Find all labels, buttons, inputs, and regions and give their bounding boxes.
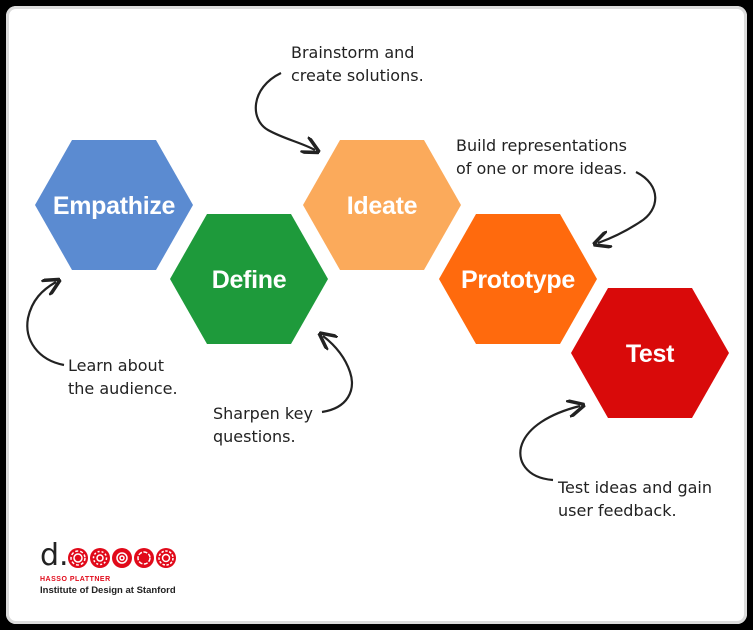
hexagon-ideate: Ideate [303,140,461,270]
arrow-to-prototype [598,171,657,243]
hexagon-define-label: Define [212,266,287,294]
logo-institute-name: Institute of Design at Stanford [40,585,176,596]
logo-org-name: HASSO PLATTNER [40,576,111,583]
note-prototype: Build representations of one or more ide… [456,136,628,178]
hexagon-empathize-shape [35,140,193,270]
hexagon-empathize: Empathize [35,140,193,270]
arrow-to-test [519,406,580,482]
logo-mark: d. [40,538,69,573]
note-test: Test ideas and gain user feedback. [558,478,712,520]
hexagon-test-label: Test [626,340,675,368]
hexagon-prototype-label: Prototype [461,266,575,294]
hexagon-prototype-shape [439,214,597,344]
hexagon-ideate-shape [303,140,461,270]
note-ideate: Brainstorm and create solutions. [291,43,424,85]
note-empathize: Learn about the audience. [68,356,178,398]
arrow-to-empathize [26,282,65,367]
hexagon-ideate-label: Ideate [347,192,418,220]
hexagon-define-shape [170,214,328,344]
hexagon-prototype: Prototype [439,214,597,344]
note-define: Sharpen key questions. [213,404,313,446]
arrow-to-ideate [254,72,315,150]
arrow-to-define [322,336,353,414]
logo-flower-icons [68,548,176,568]
hexagon-define: Define [170,214,328,344]
hexagon-empathize-label: Empathize [53,192,176,220]
hexagon-test: Test [571,288,729,418]
hexagon-test-shape [571,288,729,418]
